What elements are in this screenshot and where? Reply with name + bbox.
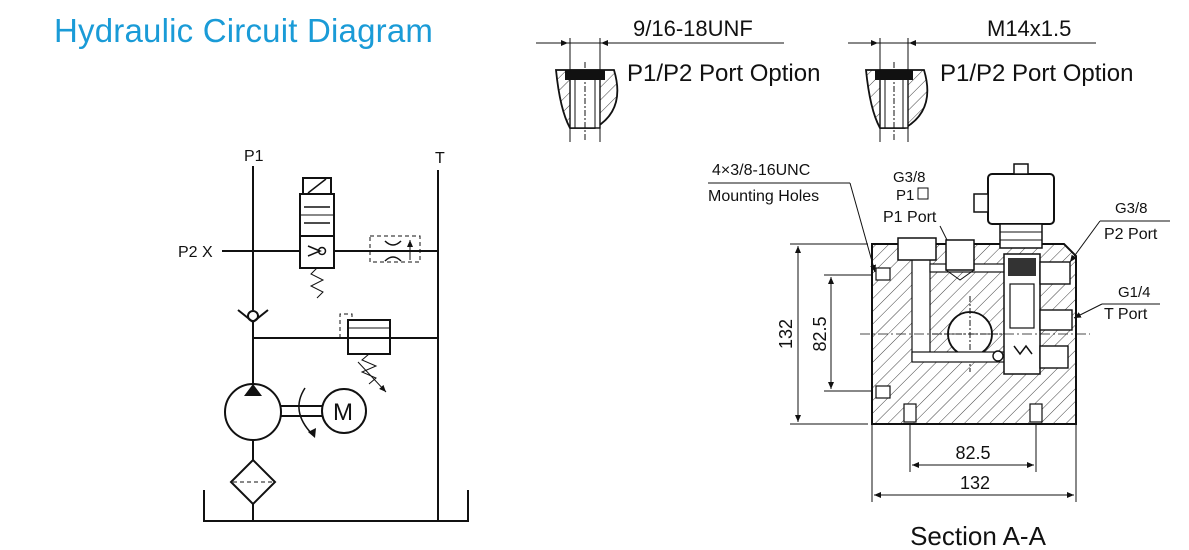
port-option-1: 9/16-18UNF P1/P2 Port Option <box>536 16 820 142</box>
p1-label: P1 <box>244 148 264 165</box>
motor-icon <box>321 388 367 434</box>
section-a-a: 4×3/8-16UNC Mounting Holes G3/8 P1 P1 Po… <box>708 162 1170 550</box>
section-coil <box>987 173 1055 225</box>
motor-label: M <box>333 399 353 426</box>
page-title: Hydraulic Circuit Diagram <box>54 12 434 49</box>
section-caption: Section A-A <box>910 521 1047 550</box>
filter-icon <box>229 458 277 506</box>
port-option-2: M14x1.5 P1/P2 Port Option <box>848 16 1133 142</box>
dimension-hole-vertical: 82.5 <box>810 316 830 351</box>
t-label: T <box>435 150 445 167</box>
port-option-1-thread: 9/16-18UNF <box>633 16 753 41</box>
dimension-hole-horizontal: 82.5 <box>955 443 990 463</box>
dimension-height: 132 <box>776 319 796 349</box>
p1-port-label: P1 Port <box>883 209 937 226</box>
hydraulic-circuit: P1 T P2 X <box>178 148 469 522</box>
p1-code-label: P1 <box>896 187 914 204</box>
check-valve-icon <box>247 310 259 322</box>
p2-thread-label: G3/8 <box>1115 200 1148 217</box>
p2-port-label: P2 Port <box>1104 226 1158 243</box>
dimension-width: 132 <box>960 473 990 493</box>
solenoid-coil-icon <box>302 177 332 195</box>
mounting-holes-label: Mounting Holes <box>708 188 819 205</box>
t-thread-label: G1/4 <box>1118 284 1151 301</box>
port-option-2-thread: M14x1.5 <box>987 16 1071 41</box>
p2-label: P2 X <box>178 244 213 261</box>
mounting-thread-label: 4×3/8-16UNC <box>712 162 810 179</box>
t-port-label: T Port <box>1104 306 1148 323</box>
port-option-2-label: P1/P2 Port Option <box>940 60 1133 87</box>
spring-icon <box>309 267 325 299</box>
port-option-1-label: P1/P2 Port Option <box>627 60 820 87</box>
p1-thread-label: G3/8 <box>893 169 926 186</box>
